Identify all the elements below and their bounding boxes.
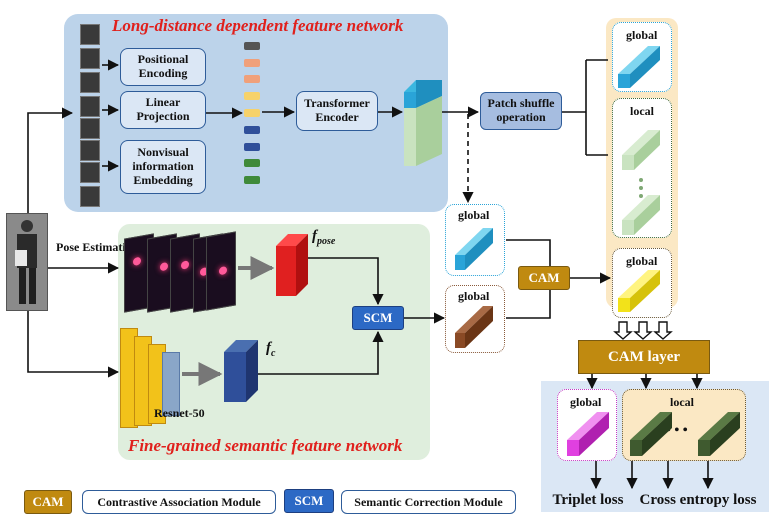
bottom-network-title: Fine-grained semantic feature network [128,436,403,455]
cam-block: CAM [518,266,570,290]
transformer-encoder-block: Transformer Encoder [296,91,378,131]
legend-scm-text: Semantic Correction Module [341,490,516,514]
hollow-arrow [633,321,653,340]
legend-scm-swatch: SCM [284,489,334,513]
mid-global-label-bottom: global [458,289,490,303]
right-global-bar [618,46,660,88]
line-midtop-cam [506,239,551,266]
hollow-arrows [613,321,673,340]
right-cam-global-label: global [626,254,658,268]
token [244,75,260,83]
right-local-label: local [630,104,654,118]
arrow-fc-scm [258,330,384,375]
right-cam-global-bar [618,270,660,312]
patch-image [80,118,100,139]
transformer-output-bar [404,80,442,166]
connectors [27,59,714,490]
positional-encoding-block: Positional Encoding [120,48,206,86]
line-midbot-cam [506,290,551,319]
linear-projection-block: Linear Projection [120,91,206,129]
hollow-arrow [613,321,633,340]
patch-image [80,48,100,69]
patch-image [80,162,100,183]
cross-entropy-loss-label: Cross entropy loss [632,490,764,510]
f-pose-main: f [312,228,317,244]
legend-cam-text: Contrastive Association Module [82,490,276,514]
legend-cam-swatch: CAM [24,490,72,514]
triplet-loss-label: Triplet loss [547,490,629,510]
token [244,176,260,184]
mid-global-cyan-bar [455,228,493,270]
patch-image [80,24,100,45]
mid-global-label-top: global [458,208,490,222]
arrow-input-resnet [27,311,120,378]
f-c-main: f [266,340,271,356]
token [244,143,260,151]
token [244,109,260,117]
patch-image [80,96,100,117]
nonvisual-embedding-block: Nonvisual information Embedding [120,140,206,194]
cam-layer-block: CAM layer [578,340,710,374]
arrow-input-top [27,107,74,213]
bottom-global-label: global [570,395,602,409]
patch-image [80,186,100,207]
patch-image [80,140,100,161]
arrow-fpose-scm [305,257,384,306]
hollow-arrow [653,321,673,340]
resnet-label: Resnet-50 [154,406,205,420]
patch-shuffle-block: Patch shuffle operation [480,92,562,130]
patch-image [80,72,100,93]
token [244,126,260,134]
token [244,59,260,67]
top-network-title: Long-distance dependent feature network [112,16,404,35]
person-input-image [6,213,48,311]
scm-block: SCM [352,306,404,330]
f-pose-label: fpose [312,228,335,247]
mid-global-brown-bar [455,306,493,348]
resnet-layer [162,352,180,416]
f-pose-sub: pose [317,236,336,247]
f-c-sub: c [271,348,276,359]
f-c-label: fc [266,340,275,359]
token [244,42,260,50]
bottom-local-label: local [670,395,694,409]
bottom-global-bar [567,412,609,456]
token [244,92,260,100]
f-pose-bar [276,234,308,296]
right-global-label: global [626,28,658,42]
token [244,159,260,167]
right-local-bars [622,130,660,235]
f-c-bar [224,340,258,402]
bottom-local-bars [630,412,740,456]
